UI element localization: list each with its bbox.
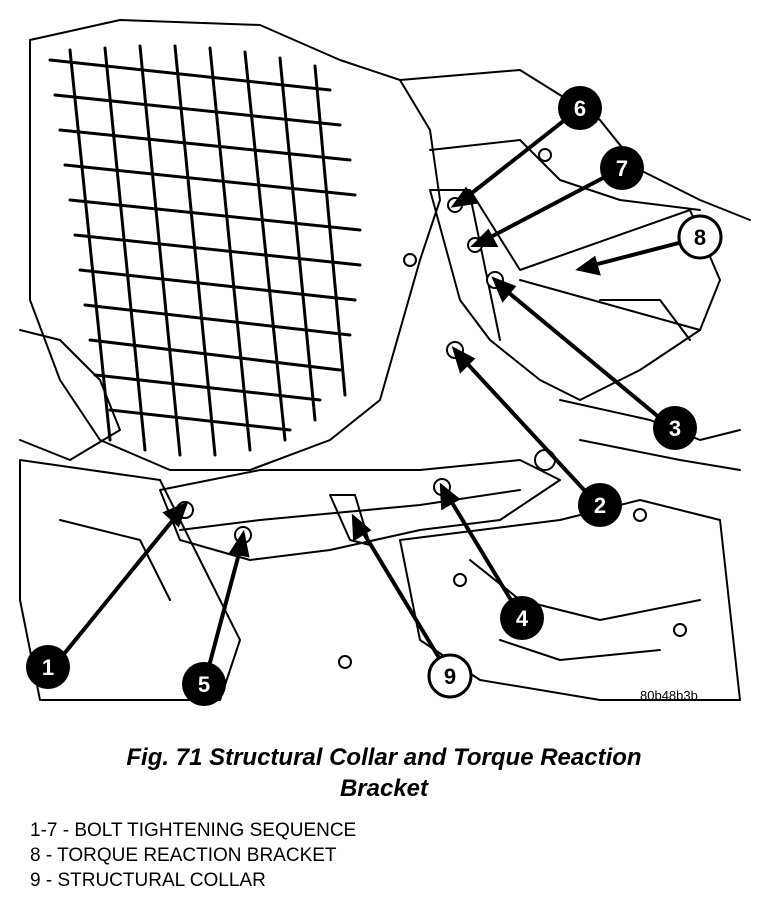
structural-collar-outline xyxy=(159,459,561,561)
svg-text:9: 9 xyxy=(444,664,456,689)
svg-text:6: 6 xyxy=(574,96,586,121)
svg-text:4: 4 xyxy=(516,606,529,631)
callout-1: 1 xyxy=(26,645,70,689)
legend-item: 8 - TORQUE REACTION BRACKET xyxy=(30,845,337,866)
callout-4: 4 xyxy=(500,596,544,640)
callout-9: 9 xyxy=(427,653,473,699)
torque-reaction-bracket-outline xyxy=(429,189,721,401)
svg-text:8: 8 xyxy=(694,225,706,250)
svg-text:3: 3 xyxy=(669,416,681,441)
engine-underside-illustration: 1 2 3 4 5 6 7 8 xyxy=(19,19,751,706)
caption-line-2: Bracket xyxy=(339,775,429,802)
callouts: 1 2 3 4 5 6 7 8 xyxy=(26,86,723,706)
legend-item: 1-7 - BOLT TIGHTENING SEQUENCE xyxy=(30,820,357,841)
oil-pan-grid xyxy=(48,44,362,457)
callout-7: 7 xyxy=(600,146,644,190)
svg-text:2: 2 xyxy=(594,493,606,518)
callout-5: 5 xyxy=(182,662,226,706)
figure-caption: Fig. 71 Structural Collar and Torque Rea… xyxy=(0,742,768,804)
caption-line-1: Fig. 71 Structural Collar and Torque Rea… xyxy=(126,744,642,771)
legend: 1-7 - BOLT TIGHTENING SEQUENCE 8 - TORQU… xyxy=(30,818,356,893)
svg-text:7: 7 xyxy=(616,156,628,181)
leader-arrows xyxy=(53,106,699,686)
callout-8: 8 xyxy=(677,214,723,260)
callout-2: 2 xyxy=(578,483,622,527)
callout-3: 3 xyxy=(653,406,697,450)
callout-6: 6 xyxy=(558,86,602,130)
legend-item: 9 - STRUCTURAL COLLAR xyxy=(30,870,266,891)
svg-text:1: 1 xyxy=(42,655,54,680)
engine-block-outline xyxy=(19,459,241,701)
image-code: 80b48b3b xyxy=(640,688,698,703)
housing-outline xyxy=(29,19,441,471)
hose-outline xyxy=(19,329,121,461)
svg-text:5: 5 xyxy=(198,672,210,697)
